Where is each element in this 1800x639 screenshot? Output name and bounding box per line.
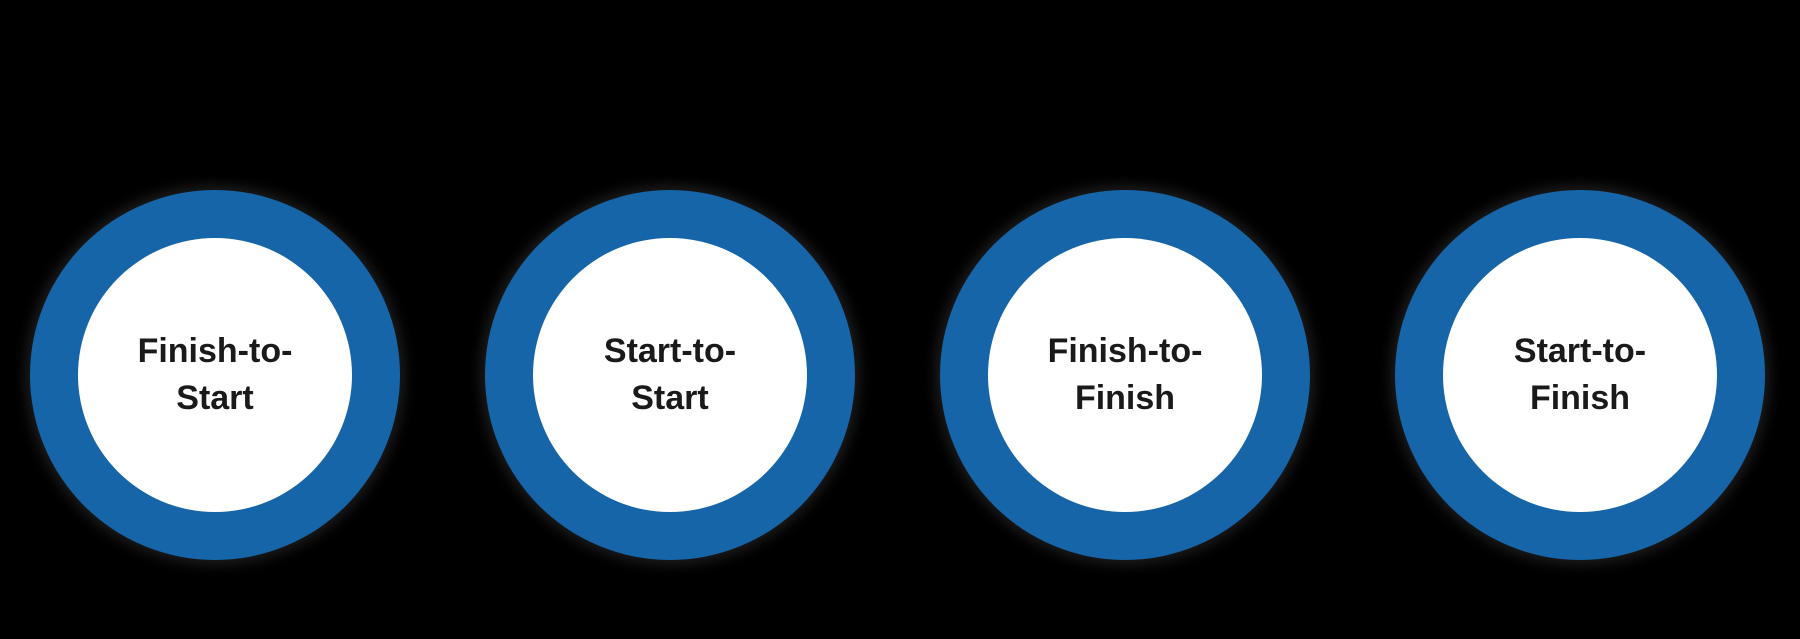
dependency-circle-start-to-start: Start-to- Start: [485, 190, 855, 560]
circle-inner: Finish-to- Start: [78, 238, 352, 512]
label-line-1: Finish-to-: [137, 332, 293, 371]
label-line-1: Finish-to-: [1047, 332, 1203, 371]
dependency-label-start-to-start: Start-to- Start: [604, 328, 736, 422]
label-line-2: Finish: [1074, 379, 1176, 417]
label-line-1: Start-to-: [603, 332, 737, 371]
circles-row: Finish-to- Start Start-to- Start Finish-…: [30, 190, 1765, 560]
circle-inner: Finish-to- Finish: [988, 238, 1262, 512]
label-line-2: Finish: [1529, 379, 1631, 417]
circle-inner: Start-to- Finish: [1443, 238, 1717, 512]
dependency-label-finish-to-start: Finish-to- Start: [138, 328, 293, 422]
label-line-2: Start: [176, 379, 254, 417]
label-line-1: Start-to-: [1513, 332, 1647, 371]
dependency-circle-finish-to-finish: Finish-to- Finish: [940, 190, 1310, 560]
dependency-label-start-to-finish: Start-to- Finish: [1514, 328, 1646, 422]
dependency-circle-start-to-finish: Start-to- Finish: [1395, 190, 1765, 560]
dependency-label-finish-to-finish: Finish-to- Finish: [1048, 328, 1203, 422]
dependency-circle-finish-to-start: Finish-to- Start: [30, 190, 400, 560]
circle-inner: Start-to- Start: [533, 238, 807, 512]
label-line-2: Start: [631, 379, 709, 417]
